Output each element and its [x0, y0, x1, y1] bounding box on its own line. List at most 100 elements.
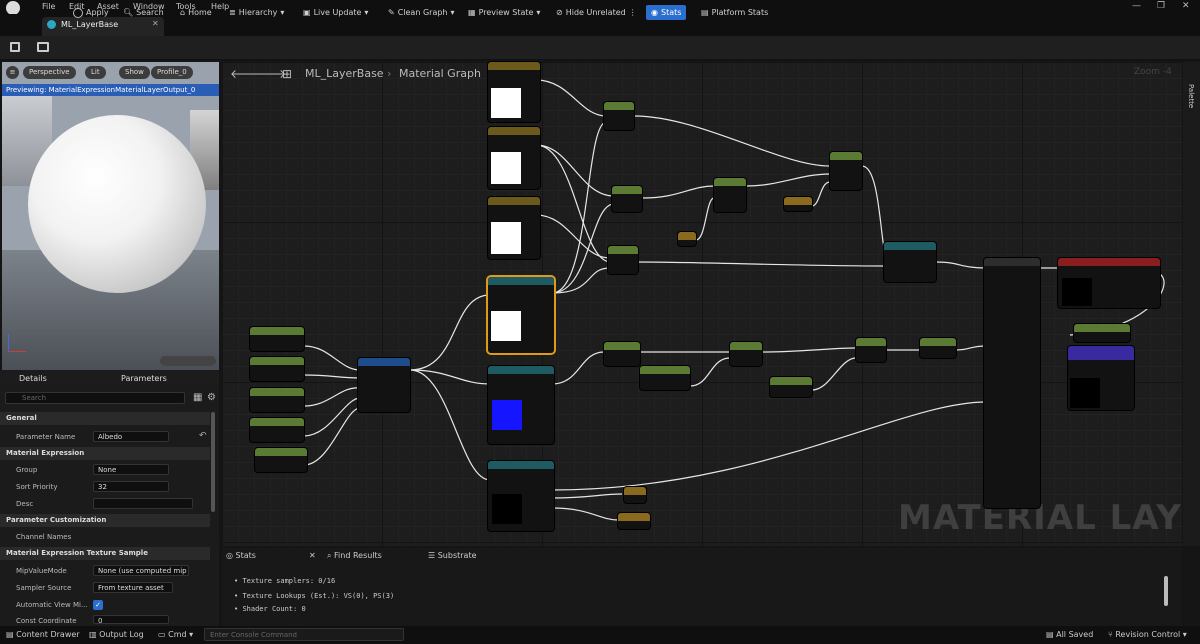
browse-icon[interactable]: [37, 42, 49, 52]
breadcrumb-asset[interactable]: ML_LayerBase: [305, 67, 384, 80]
constant-node[interactable]: [678, 232, 696, 246]
texture-preview: [492, 400, 522, 430]
set-material-attributes-node[interactable]: [1074, 324, 1130, 342]
clean-graph-button[interactable]: ✎Clean Graph▾: [388, 5, 455, 20]
menu-edit[interactable]: Edit: [69, 2, 85, 11]
scalar-parameter-node[interactable]: [250, 418, 304, 442]
cmd-dropdown[interactable]: ▭ Cmd ▾: [158, 630, 194, 639]
mask-node[interactable]: [604, 342, 640, 366]
parameter-name-label: Parameter Name: [16, 433, 76, 441]
tab-find-results[interactable]: ⌕ Find Results: [327, 551, 382, 561]
node-header: [640, 366, 690, 374]
graph-icon: ⊞: [282, 67, 293, 81]
scalar-parameter-node[interactable]: [255, 448, 307, 472]
section-general[interactable]: General: [0, 412, 210, 425]
details-search-input[interactable]: Search: [5, 392, 185, 404]
sort-priority-field[interactable]: 32: [93, 481, 169, 492]
constant-node[interactable]: [784, 197, 812, 211]
scalar-parameter-node[interactable]: [250, 388, 304, 412]
menu-help[interactable]: Help: [211, 2, 230, 11]
desc-field[interactable]: [93, 498, 193, 509]
search-button[interactable]: 🔍︎Search: [123, 5, 164, 20]
section-parameter-customization[interactable]: Parameter Customization: [0, 514, 210, 527]
grid-view-icon[interactable]: ▦: [193, 392, 203, 403]
scalar-parameter-node[interactable]: [250, 357, 304, 381]
lit-button[interactable]: Lit: [85, 66, 106, 79]
multiply-node[interactable]: [612, 186, 642, 212]
output-log-button[interactable]: ▥ Output Log: [89, 630, 144, 639]
close-tab-icon[interactable]: ✕: [152, 19, 159, 28]
menu-tools[interactable]: Tools: [176, 2, 196, 11]
reset-arrow-icon[interactable]: ↶: [199, 431, 207, 441]
tab-substrate[interactable]: ☰ Substrate: [428, 551, 477, 560]
live-update-button[interactable]: ▣Live Update▾: [303, 5, 368, 20]
multiply-node[interactable]: [604, 102, 634, 130]
tab-parameters[interactable]: Parameters: [121, 374, 167, 383]
home-button[interactable]: ⌂Home: [180, 5, 212, 20]
menu-file[interactable]: File: [42, 2, 56, 11]
constant-node[interactable]: [624, 487, 646, 503]
minimize-icon[interactable]: —: [1132, 1, 1141, 11]
scalar-parameter-node[interactable]: [770, 377, 812, 397]
preview-shape-buttons[interactable]: [160, 356, 216, 366]
automatic-view-mip-checkbox[interactable]: ✓: [93, 600, 103, 610]
details-scrollbar[interactable]: [211, 412, 215, 512]
profile-button[interactable]: Profile_0: [151, 66, 193, 79]
lerp-node[interactable]: [714, 178, 746, 212]
multiply-node[interactable]: [608, 246, 638, 274]
uv-function-node[interactable]: [358, 358, 410, 412]
viewport-options-icon[interactable]: ≡: [6, 66, 19, 79]
menu-asset[interactable]: Asset: [97, 2, 119, 11]
desc-label: Desc: [16, 500, 34, 508]
palette-tab[interactable]: Palette: [1187, 84, 1195, 109]
channel-names-label[interactable]: Channel Names: [16, 533, 72, 541]
section-material-expression[interactable]: Material Expression: [0, 447, 210, 460]
console-icon: ▭: [158, 630, 169, 639]
apply-button[interactable]: Apply: [73, 5, 109, 20]
scalar-parameter-node[interactable]: [250, 327, 304, 351]
settings-gear-icon[interactable]: ⚙: [207, 392, 216, 403]
tab-details[interactable]: Details: [19, 374, 47, 383]
platform-stats-button[interactable]: ▤Platform Stats: [701, 5, 768, 20]
hierarchy-button[interactable]: ≣Hierarchy▾: [229, 5, 284, 20]
material-layer-watermark: MATERIAL LAYER: [898, 498, 1200, 538]
document-tab[interactable]: [42, 17, 164, 36]
node-header: [250, 357, 304, 365]
parameter-name-field[interactable]: Albedo: [93, 431, 169, 442]
perspective-button[interactable]: Perspective: [23, 66, 76, 79]
maximize-icon[interactable]: ❐: [1157, 1, 1166, 11]
save-icon[interactable]: [10, 42, 20, 52]
scalar-parameter-node[interactable]: [640, 366, 690, 390]
stats-button[interactable]: ◉Stats: [646, 5, 687, 20]
revision-control-button[interactable]: ⑂ Revision Control ▾: [1108, 630, 1187, 639]
unreal-logo[interactable]: [6, 1, 20, 15]
content-drawer-button[interactable]: ▤ Content Drawer: [6, 630, 80, 639]
palette-sidebar[interactable]: [1183, 62, 1200, 546]
group-dropdown[interactable]: None: [93, 464, 169, 475]
console-input[interactable]: Enter Console Command: [204, 628, 404, 641]
mip-value-mode-dropdown[interactable]: None (use computed mip: [93, 565, 189, 576]
close-window-icon[interactable]: ✕: [1182, 1, 1190, 11]
const-coordinate-field[interactable]: 0: [93, 615, 169, 624]
constant-node[interactable]: [618, 513, 650, 529]
section-texture-sample[interactable]: Material Expression Texture Sample: [0, 547, 210, 560]
save-status-icon: ▤: [1046, 630, 1057, 639]
tab-stats[interactable]: ◎ Stats: [226, 551, 256, 560]
all-saved-indicator[interactable]: ▤ All Saved: [1046, 630, 1093, 639]
hide-unrelated-button[interactable]: ⊘Hide Unrelated⋮: [556, 5, 637, 20]
close-stats-icon[interactable]: ✕: [309, 551, 316, 560]
lerp-node[interactable]: [830, 152, 862, 190]
show-button[interactable]: Show: [119, 66, 150, 79]
axis-gizmo-icon: [8, 334, 26, 352]
normalize-node[interactable]: [920, 338, 956, 358]
append-node[interactable]: [856, 338, 886, 362]
blend-node[interactable]: [884, 242, 936, 282]
make-material-attributes-node[interactable]: [984, 258, 1040, 508]
preview-state-button[interactable]: ▦Preview State▾: [468, 5, 540, 20]
back-arrow-icon[interactable]: 🡐: [230, 67, 263, 81]
bottom-scrollbar[interactable]: [1164, 576, 1168, 606]
menu-window[interactable]: Window: [133, 2, 165, 11]
sampler-source-dropdown[interactable]: From texture asset: [93, 582, 173, 593]
multiply-node[interactable]: [730, 342, 762, 366]
forward-arrow-icon[interactable]: 🡒: [254, 67, 287, 81]
